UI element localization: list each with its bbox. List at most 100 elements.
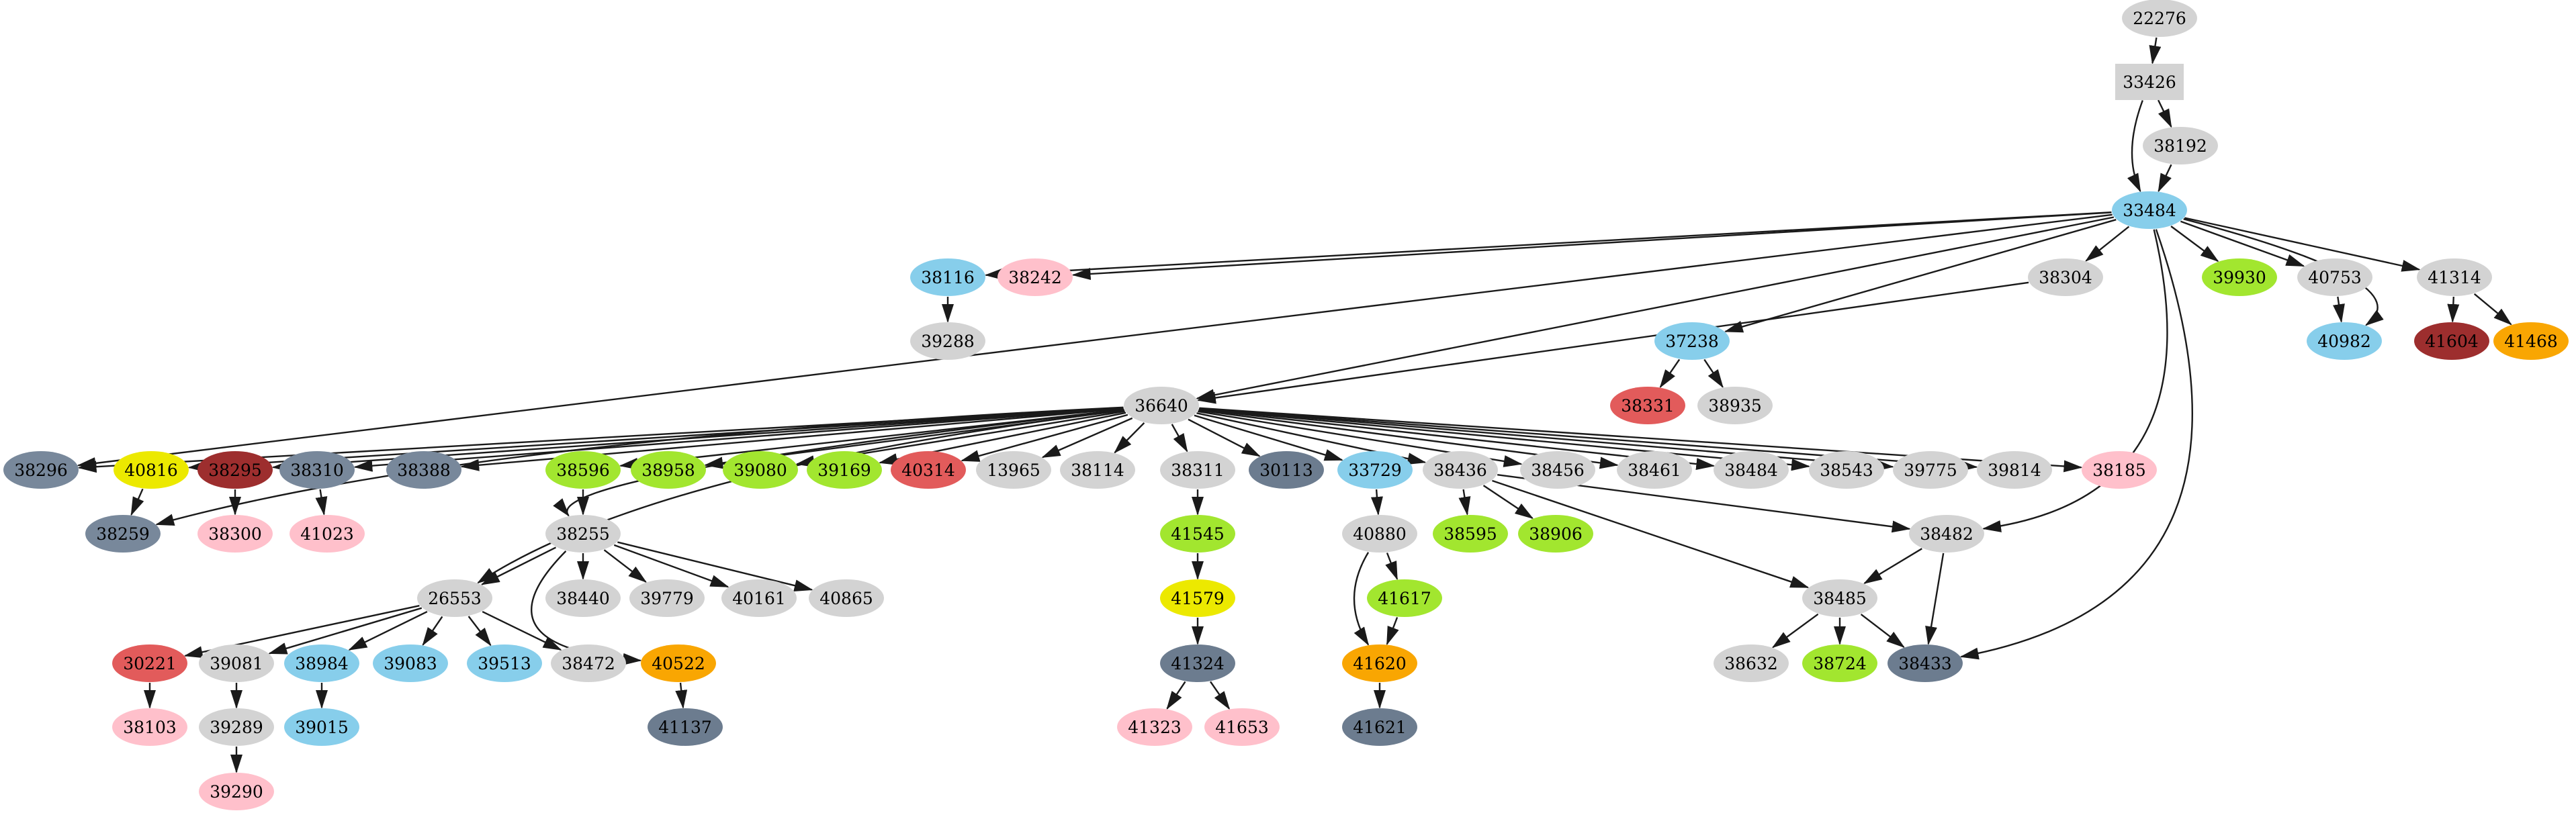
- edge-38485-38433: [1860, 614, 1905, 649]
- edge-33484-38433: [1959, 229, 2193, 660]
- graph-node-39169: 39169: [807, 451, 882, 489]
- graph-node-38185: 38185: [2082, 451, 2157, 489]
- graph-node-30113: 30113: [1249, 451, 1324, 489]
- graph-node-41617: 41617: [1367, 579, 1442, 617]
- node-ellipse-shape: [1433, 515, 1508, 553]
- graph-node-26553: 26553: [417, 579, 492, 617]
- graph-node-38484: 38484: [1714, 451, 1789, 489]
- node-ellipse-shape: [417, 579, 492, 617]
- node-ellipse-shape: [2082, 451, 2157, 489]
- edge-41314-41468: [2473, 293, 2512, 326]
- graph-node-38543: 38543: [1809, 451, 1884, 489]
- edge-26553-39083: [422, 616, 443, 647]
- node-ellipse-shape: [1060, 451, 1135, 489]
- edge-38304-36640: [1196, 281, 2029, 404]
- node-ellipse-shape: [551, 644, 626, 682]
- graph-node-39288: 39288: [910, 322, 985, 360]
- graph-node-38632: 38632: [1714, 644, 1789, 682]
- graph-node-38482: 38482: [1909, 515, 1984, 553]
- node-ellipse-shape: [2143, 127, 2218, 164]
- graph-node-38259: 38259: [85, 515, 161, 553]
- graph-node-38116: 38116: [910, 258, 985, 296]
- graph-node-41621: 41621: [1342, 708, 1417, 746]
- graph-node-41137: 41137: [648, 708, 723, 746]
- node-ellipse-shape: [2414, 322, 2489, 360]
- graph-node-38388: 38388: [386, 451, 461, 489]
- graph-node-38436: 38436: [1423, 451, 1498, 489]
- node-ellipse-shape: [112, 644, 187, 682]
- edge-33484-38482: [1982, 229, 2168, 532]
- node-ellipse-shape: [1802, 579, 1877, 617]
- node-ellipse-shape: [1160, 451, 1235, 489]
- node-ellipse-shape: [290, 515, 365, 553]
- node-ellipse-shape: [910, 258, 985, 296]
- graph-node-38935: 38935: [1697, 387, 1773, 424]
- edge-38436-38906: [1482, 485, 1534, 520]
- edge-33484-37238: [1724, 219, 2117, 333]
- graph-node-40982: 40982: [2307, 322, 2382, 360]
- edge-40816-38259: [130, 488, 144, 516]
- edge-38255-26553: [480, 546, 557, 585]
- node-ellipse-shape: [2122, 0, 2197, 37]
- graph-node-38114: 38114: [1060, 451, 1135, 489]
- edge-33484-40753: [2180, 220, 2305, 267]
- node-ellipse-shape: [1342, 644, 1417, 682]
- node-ellipse-shape: [1367, 579, 1442, 617]
- edge-36640-38543: [1198, 408, 1810, 471]
- graph-node-22276: 22276: [2122, 0, 2197, 37]
- edge-38436-38485: [1492, 479, 1810, 589]
- node-ellipse-shape: [2112, 191, 2187, 229]
- graph-node-41468: 41468: [2493, 322, 2569, 360]
- node-ellipse-shape: [1518, 515, 1593, 553]
- graph-node-38255: 38255: [545, 515, 621, 553]
- node-ellipse-shape: [373, 644, 448, 682]
- graph-node-41620: 41620: [1342, 644, 1417, 682]
- node-ellipse-shape: [1909, 515, 1984, 553]
- graph-node-40865: 40865: [809, 579, 884, 617]
- edge-36640-38311: [1171, 424, 1188, 452]
- node-ellipse-shape: [641, 644, 716, 682]
- node-ellipse-shape: [997, 258, 1073, 296]
- edge-38482-38433: [1925, 553, 1945, 646]
- node-ellipse-shape: [1160, 515, 1235, 553]
- node-ellipse-shape: [2028, 258, 2103, 296]
- node-ellipse-shape: [2297, 258, 2372, 296]
- edge-33426-33484: [2127, 100, 2143, 193]
- node-ellipse-shape: [114, 451, 189, 489]
- graph-node-13965: 13965: [976, 451, 1051, 489]
- edge-26553-38472: [482, 611, 562, 651]
- node-ellipse-shape: [2493, 322, 2569, 360]
- edge-40880-41617: [1385, 553, 1398, 581]
- node-ellipse-shape: [721, 579, 797, 617]
- node-ellipse-shape: [386, 451, 461, 489]
- node-ellipse-shape: [910, 322, 985, 360]
- graph-node-38595: 38595: [1433, 515, 1508, 553]
- graph-node-38596: 38596: [545, 451, 621, 489]
- node-ellipse-shape: [1342, 515, 1417, 553]
- node-ellipse-shape: [1117, 708, 1192, 746]
- node-ellipse-shape: [976, 451, 1051, 489]
- node-ellipse-shape: [1124, 387, 1199, 424]
- edge-38482-38485: [1863, 548, 1922, 584]
- edge-33484-38296: [77, 213, 2113, 469]
- edge-38485-38632: [1771, 613, 1819, 649]
- edge-36640-30113: [1188, 418, 1261, 457]
- graph-node-38433: 38433: [1887, 644, 1963, 682]
- node-ellipse-shape: [807, 451, 882, 489]
- edge-33484-36640: [1196, 216, 2115, 401]
- graph-node-39290: 39290: [199, 773, 274, 810]
- edge-41314-41604: [2447, 296, 2460, 323]
- edge-36640-33729: [1194, 414, 1343, 461]
- edge-41324-41323: [1166, 681, 1186, 710]
- edge-38255-40161: [613, 544, 729, 588]
- edge-40880-41620: [1353, 552, 1370, 647]
- graph-node-40161: 40161: [721, 579, 797, 617]
- edge-38192-33484: [2158, 164, 2172, 193]
- edge-37238-38331: [1659, 358, 1681, 389]
- graph-node-41579: 41579: [1160, 579, 1235, 617]
- node-ellipse-shape: [545, 579, 621, 617]
- edge-26553-39513: [468, 616, 492, 647]
- graph-node-40314: 40314: [891, 451, 966, 489]
